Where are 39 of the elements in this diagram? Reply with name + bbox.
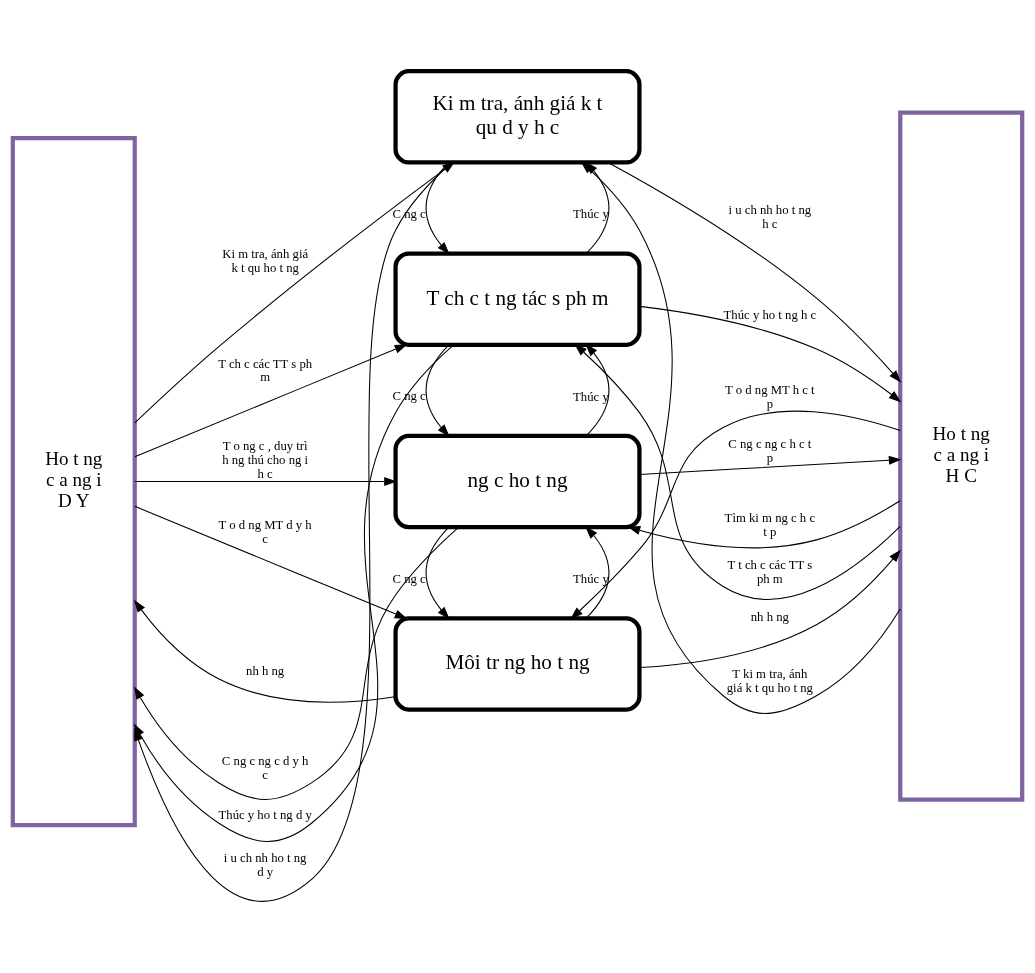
edge-label: T o ng c , duy trì h ng thú cho ng i h c	[222, 439, 309, 481]
arrow	[425, 162, 450, 255]
edge-label: C ng c	[392, 206, 426, 221]
edge-label: Thúc y ho t ng d y	[218, 808, 312, 823]
arrow	[134, 477, 397, 487]
edge-label: C ng c ng c d y h c	[221, 754, 309, 783]
edge-label: i u ch nh ho t ng d y	[223, 850, 307, 879]
edge-label: T ch c các TT s ph m	[218, 356, 313, 385]
arrow	[607, 161, 902, 383]
arrow	[134, 344, 408, 458]
edge-label: nh h ng	[750, 610, 789, 625]
edge-label: C ng c	[392, 389, 426, 404]
arrow	[134, 505, 408, 619]
node-box: T ch c t ng tác s ph m	[393, 251, 642, 347]
arrow	[585, 526, 610, 619]
arrow	[425, 344, 450, 437]
arrow	[639, 305, 902, 403]
arrow	[425, 526, 450, 620]
node-box: Ho t ng c a ng i H C	[898, 110, 1025, 802]
arrow	[133, 599, 396, 703]
node-box: Ho t ng c a ng i D Y	[10, 135, 137, 828]
edge-label: T ki m tra, ánh giá k t qu ho t ng	[726, 667, 813, 696]
edge-label: i u ch nh ho t ng h c	[728, 202, 812, 231]
edge-label: Ki m tra, ánh giá k t qu ho t ng	[222, 247, 309, 276]
node-box: Ki m tra, ánh giá k t qu d y h c	[393, 69, 642, 165]
edge-label: T t ch c các TT s ph m	[727, 558, 813, 586]
edge-label: T o d ng MT d y h c	[218, 517, 312, 546]
edge-label: Thúc y ho t ng h c	[723, 307, 817, 322]
edge-label: Thúc y	[573, 389, 609, 404]
node-box: Môi tr ng ho t ng	[393, 616, 642, 712]
arrow	[639, 549, 901, 669]
arrow	[639, 455, 902, 476]
edge-label: T o d ng MT h c t p	[725, 383, 815, 411]
edge-label: nh h ng	[246, 664, 285, 679]
arrow	[570, 410, 901, 620]
arrow	[627, 500, 901, 549]
edge-label: Tìm ki m ng c h c t p	[724, 511, 816, 540]
node-box: ng c ho t ng	[393, 433, 642, 530]
edge-label: C ng c ng c h c t p	[728, 437, 812, 466]
